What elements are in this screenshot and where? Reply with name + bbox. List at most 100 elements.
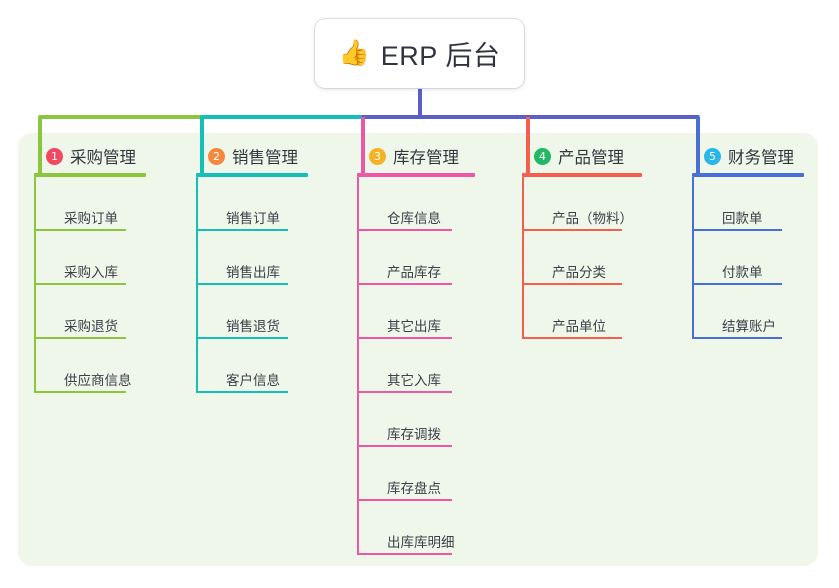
branch-item-label: 结算账户 [722, 319, 776, 334]
branch-item-underline [357, 391, 452, 393]
branch-title-1: 采购管理 [70, 149, 136, 167]
branch-underline-4 [522, 173, 642, 177]
branch-item-label: 产品单位 [552, 319, 606, 334]
branch-header-1[interactable]: 1 采购管理 [34, 144, 146, 168]
branch-item-underline [357, 499, 452, 501]
branch-item[interactable]: 产品（物料） [522, 177, 642, 231]
branch-item[interactable]: 结算账户 [692, 285, 804, 339]
branch-item-underline [692, 337, 782, 339]
branch-item[interactable]: 销售出库 [196, 231, 308, 285]
branch-badge-2: 2 [208, 147, 225, 165]
branch-column-1: 1 采购管理采购订单采购入库采购退货供应商信息 [34, 144, 146, 393]
branch-item[interactable]: 其它出库 [357, 285, 475, 339]
branch-item-underline [34, 391, 126, 393]
branch-underline-1 [34, 173, 146, 177]
branch-item-underline [357, 553, 452, 555]
branch-item[interactable]: 回款单 [692, 177, 804, 231]
branch-item-label: 其它入库 [387, 373, 441, 388]
branch-item-underline [34, 229, 126, 231]
branch-item-label: 产品（物料） [552, 211, 633, 226]
thumbs-up-icon: 👍 [338, 39, 370, 67]
branch-badge-1: 1 [46, 147, 63, 165]
branch-badge-4: 4 [534, 147, 551, 165]
branch-item-label: 库存盘点 [387, 481, 441, 496]
root-node[interactable]: 👍 ERP 后台 [315, 19, 524, 88]
branch-badge-3: 3 [369, 147, 386, 165]
branch-underline-3 [357, 173, 475, 177]
branch-item-list-3: 仓库信息产品库存其它出库其它入库库存调拨库存盘点出库库明细 [357, 177, 475, 555]
branch-spine-1 [34, 177, 36, 393]
branch-item-underline [357, 337, 452, 339]
branch-item-underline [692, 283, 782, 285]
branch-spine-5 [692, 177, 694, 339]
branch-item-underline [522, 337, 622, 339]
branch-item-label: 仓库信息 [387, 211, 441, 226]
branch-item[interactable]: 产品库存 [357, 231, 475, 285]
branch-item[interactable]: 产品分类 [522, 231, 642, 285]
branch-item-label: 出库库明细 [387, 535, 455, 550]
branch-item-underline [196, 283, 288, 285]
branch-item-label: 产品分类 [552, 265, 606, 280]
branch-item-underline [522, 283, 622, 285]
branch-title-5: 财务管理 [728, 149, 794, 167]
branch-item[interactable]: 库存盘点 [357, 447, 475, 501]
branch-badge-5: 5 [704, 147, 721, 165]
branch-item-underline [357, 229, 452, 231]
branch-item-list-5: 回款单付款单结算账户 [692, 177, 804, 339]
branch-title-2: 销售管理 [232, 149, 298, 167]
branch-item-label: 回款单 [722, 211, 763, 226]
branch-item-list-4: 产品（物料） 产品分类产品单位 [522, 177, 642, 339]
branch-item-list-2: 销售订单销售出库销售退货客户信息 [196, 177, 308, 393]
branch-item-underline [196, 337, 288, 339]
branch-item[interactable]: 销售订单 [196, 177, 308, 231]
branch-item[interactable]: 其它入库 [357, 339, 475, 393]
branch-column-5: 5 财务管理回款单付款单结算账户 [692, 144, 804, 339]
branch-header-5[interactable]: 5 财务管理 [692, 144, 804, 168]
branch-item-underline [692, 229, 782, 231]
branch-item[interactable]: 采购入库 [34, 231, 146, 285]
branch-underline-2 [196, 173, 308, 177]
branch-item-label: 供应商信息 [64, 373, 132, 388]
branch-column-4: 4 产品管理产品（物料） 产品分类产品单位 [522, 144, 642, 339]
branch-underline-5 [692, 173, 804, 177]
branch-item-underline [522, 229, 622, 231]
branch-header-2[interactable]: 2 销售管理 [196, 144, 308, 168]
branch-item[interactable]: 采购订单 [34, 177, 146, 231]
branch-item-label: 采购订单 [64, 211, 118, 226]
branch-item-label: 销售退货 [226, 319, 280, 334]
branch-item[interactable]: 出库库明细 [357, 501, 475, 555]
branch-column-2: 2 销售管理销售订单销售出库销售退货客户信息 [196, 144, 308, 393]
branch-item-label: 其它出库 [387, 319, 441, 334]
branch-item-label: 采购退货 [64, 319, 118, 334]
branch-item-label: 库存调拨 [387, 427, 441, 442]
branch-item-label: 采购入库 [64, 265, 118, 280]
branch-item-underline [196, 229, 288, 231]
branch-item-label: 客户信息 [226, 373, 280, 388]
branch-item-underline [357, 445, 452, 447]
branch-item[interactable]: 付款单 [692, 231, 804, 285]
branch-title-4: 产品管理 [558, 149, 624, 167]
branch-item[interactable]: 客户信息 [196, 339, 308, 393]
branch-item-label: 付款单 [722, 265, 763, 280]
branch-item[interactable]: 仓库信息 [357, 177, 475, 231]
branch-item[interactable]: 产品单位 [522, 285, 642, 339]
branch-item-label: 销售订单 [226, 211, 280, 226]
branch-item-label: 产品库存 [387, 265, 441, 280]
branch-item-list-1: 采购订单采购入库采购退货供应商信息 [34, 177, 146, 393]
branch-item[interactable]: 库存调拨 [357, 393, 475, 447]
branch-item-label: 销售出库 [226, 265, 280, 280]
diagram-panel [18, 133, 818, 566]
root-node-content: 👍 ERP 后台 [339, 34, 501, 73]
root-node-label: ERP 后台 [380, 41, 501, 71]
branch-item-underline [196, 391, 288, 393]
branch-spine-4 [522, 177, 524, 339]
branch-item[interactable]: 采购退货 [34, 285, 146, 339]
branch-item[interactable]: 销售退货 [196, 285, 308, 339]
branch-spine-3 [357, 177, 359, 555]
branch-header-4[interactable]: 4 产品管理 [522, 144, 642, 168]
branch-item[interactable]: 供应商信息 [34, 339, 146, 393]
branch-item-underline [357, 283, 452, 285]
